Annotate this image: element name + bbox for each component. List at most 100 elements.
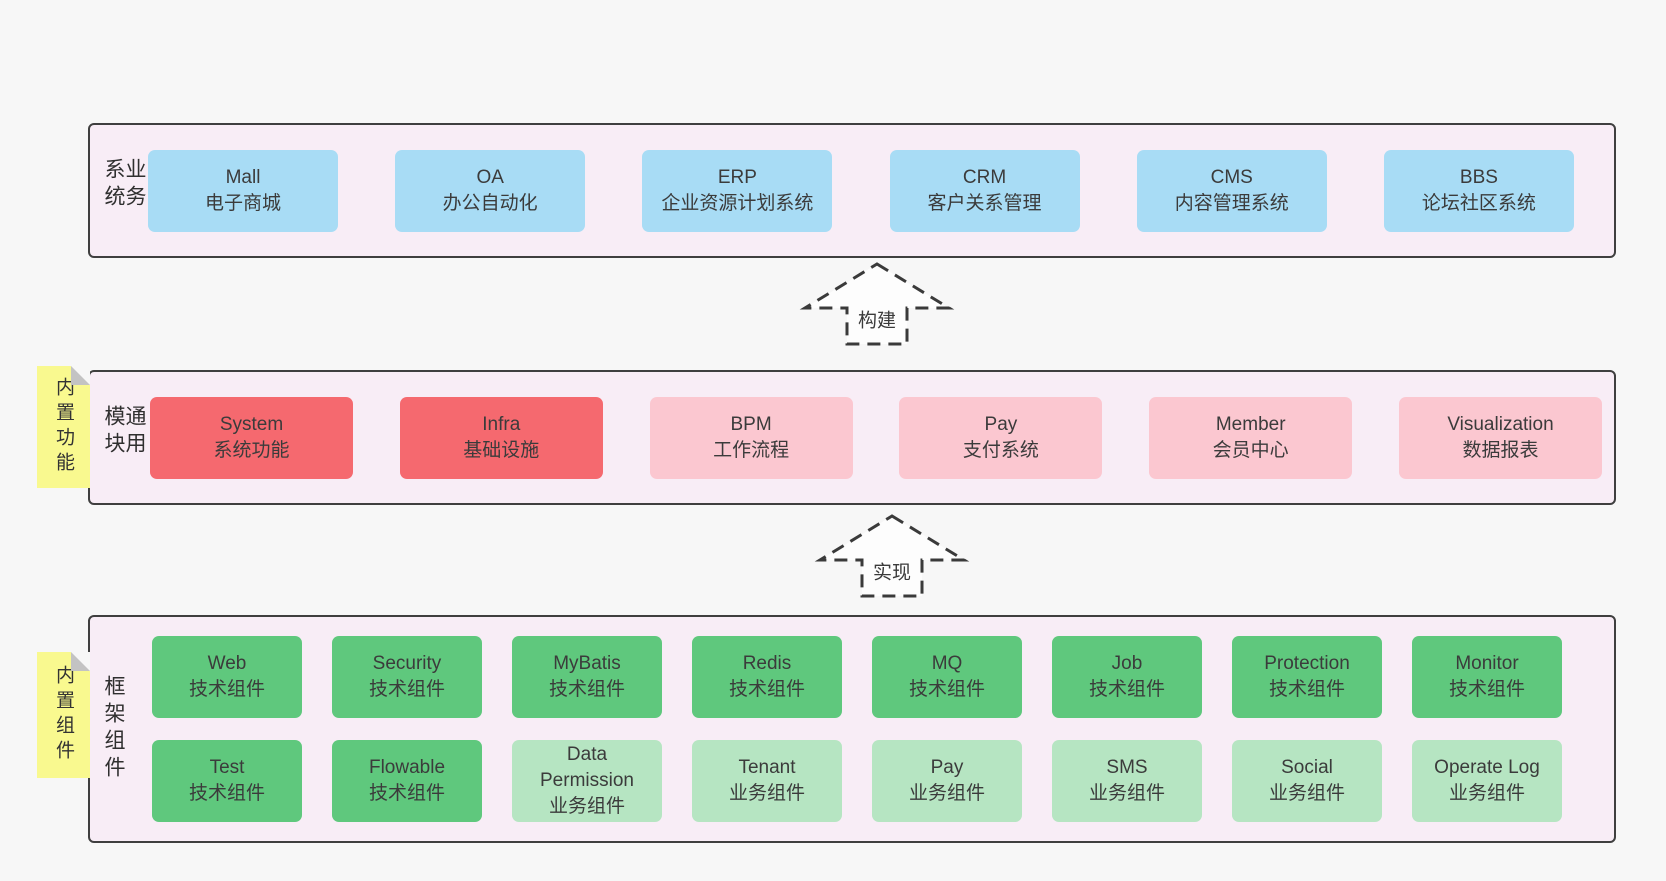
box-erp: ERP 企业资源计划系统: [642, 149, 833, 232]
folded-corner-icon: [71, 366, 90, 385]
box-protection: Protection 技术组件: [1232, 636, 1382, 718]
box-subtitle: 内容管理系统: [1174, 192, 1289, 214]
box-crm: CRM 客户关系管理: [889, 149, 1080, 232]
box-title: Protection: [1264, 653, 1350, 674]
box-social: Social 业务组件: [1232, 740, 1382, 822]
box-mall: Mall 电子商城: [148, 149, 338, 232]
box-pay-module: Pay 支付系统: [899, 396, 1103, 479]
framework-components-layer: 框架组件 Web 技术组件 Security 技术组件 MyBatis 技术组件…: [88, 615, 1616, 843]
box-pay-component: Pay 业务组件: [872, 740, 1022, 822]
box-title: Pay: [984, 413, 1018, 435]
business-layer-label: 业务系统: [102, 157, 146, 212]
box-title: MQ: [931, 653, 963, 674]
box-title: Pay: [930, 757, 964, 778]
box-subtitle: 技术组件: [188, 679, 265, 700]
box-sms: SMS 业务组件: [1052, 740, 1202, 822]
box-title: Operate Log: [1434, 757, 1540, 778]
box-subtitle: 技术组件: [368, 679, 445, 700]
box-job: Job 技术组件: [1052, 636, 1202, 718]
components-boxes-area: Web 技术组件 Security 技术组件 MyBatis 技术组件 Redi…: [152, 617, 1562, 841]
modules-layer-label: 通用模块: [102, 404, 146, 459]
modules-boxes-area: System 系统功能 Infra 基础设施 BPM 工作流程 Pay 支付系统…: [150, 372, 1602, 503]
box-title: MyBatis: [553, 653, 621, 674]
box-security: Security 技术组件: [332, 636, 482, 718]
box-title: Monitor: [1455, 653, 1519, 674]
box-subtitle: 技术组件: [908, 679, 985, 700]
built-in-features-sticky: 内置功能: [37, 366, 90, 488]
box-subtitle: 会员中心: [1212, 439, 1289, 461]
box-title: Web: [207, 653, 247, 674]
box-title: System: [219, 413, 284, 435]
box-subtitle: 技术组件: [368, 783, 445, 804]
box-subtitle: 论坛社区系统: [1421, 192, 1536, 214]
box-subtitle: 电子商城: [204, 192, 281, 214]
build-arrow: 构建: [799, 262, 955, 346]
box-subtitle: 业务组件: [1448, 783, 1525, 804]
box-cms: CMS 内容管理系统: [1136, 149, 1327, 232]
box-title: SMS: [1106, 757, 1148, 778]
box-tenant: Tenant 业务组件: [692, 740, 842, 822]
box-subtitle: 系统功能: [213, 439, 290, 461]
built-in-components-sticky: 内置组件: [37, 652, 90, 778]
box-flowable: Flowable 技术组件: [332, 740, 482, 822]
components-layer-label: 框架组件: [102, 675, 125, 783]
box-title: Redis: [742, 653, 792, 674]
box-title: Tenant: [738, 757, 796, 778]
box-test: Test 技术组件: [152, 740, 302, 822]
box-oa: OA 办公自动化: [395, 149, 586, 232]
box-title: Social: [1281, 757, 1333, 778]
build-arrow-label: 构建: [854, 305, 900, 333]
box-title: Infra: [482, 413, 521, 435]
box-subtitle: 数据报表: [1462, 439, 1539, 461]
business-systems-layer: 业务系统 Mall 电子商城 OA 办公自动化 ERP 企业资源计划系统 CRM…: [88, 123, 1616, 258]
up-arrow-icon: [814, 514, 970, 598]
box-monitor: Monitor 技术组件: [1412, 636, 1562, 718]
box-visualization: Visualization 数据报表: [1398, 396, 1602, 479]
box-subtitle: 办公自动化: [442, 192, 538, 214]
box-subtitle: 技术组件: [1088, 679, 1165, 700]
components-box-row-1: Web 技术组件 Security 技术组件 MyBatis 技术组件 Redi…: [152, 636, 1562, 718]
box-subtitle: 基础设施: [463, 439, 540, 461]
box-subtitle: 技术组件: [728, 679, 805, 700]
box-subtitle: 技术组件: [548, 679, 625, 700]
implement-arrow: 实现: [814, 514, 970, 598]
box-title: Flowable: [368, 757, 446, 778]
implement-arrow-label: 实现: [869, 557, 915, 585]
box-infra: Infra 基础设施: [399, 396, 603, 479]
box-title: Data Permission: [540, 744, 634, 791]
box-redis: Redis 技术组件: [692, 636, 842, 718]
box-operate-log: Operate Log 业务组件: [1412, 740, 1562, 822]
box-title: ERP: [717, 166, 757, 188]
box-title: CMS: [1210, 166, 1253, 188]
business-box-row: Mall 电子商城 OA 办公自动化 ERP 企业资源计划系统 CRM 客户关系…: [148, 149, 1574, 232]
box-title: CRM: [962, 166, 1007, 188]
box-subtitle: 技术组件: [1448, 679, 1525, 700]
box-member: Member 会员中心: [1149, 396, 1353, 479]
box-subtitle: 技术组件: [188, 783, 265, 804]
box-subtitle: 业务组件: [908, 783, 985, 804]
box-subtitle: 客户关系管理: [927, 192, 1042, 214]
box-title: BBS: [1459, 166, 1498, 188]
box-title: BPM: [730, 413, 772, 435]
box-title: Job: [1111, 653, 1143, 674]
box-bpm: BPM 工作流程: [649, 396, 853, 479]
box-system: System 系统功能: [150, 396, 353, 479]
sticky-label: 内置组件: [53, 665, 74, 765]
box-subtitle: 技术组件: [1268, 679, 1345, 700]
box-subtitle: 业务组件: [1088, 783, 1165, 804]
box-title: Member: [1215, 413, 1286, 435]
box-bbs: BBS 论坛社区系统: [1383, 149, 1574, 232]
box-title: Test: [209, 757, 245, 778]
box-title: OA: [476, 166, 504, 188]
box-web: Web 技术组件: [152, 636, 302, 718]
box-title: Security: [372, 653, 442, 674]
box-title: Visualization: [1447, 413, 1554, 435]
box-mq: MQ 技术组件: [872, 636, 1022, 718]
components-box-row-2: Test 技术组件 Flowable 技术组件 Data Permission …: [152, 740, 1562, 822]
box-data-permission: Data Permission 业务组件: [512, 740, 662, 822]
box-subtitle: 企业资源计划系统: [661, 192, 814, 214]
box-subtitle: 支付系统: [962, 439, 1039, 461]
folded-corner-icon: [71, 652, 90, 671]
common-modules-layer: 通用模块 System 系统功能 Infra 基础设施 BPM 工作流程 Pay…: [88, 370, 1616, 505]
